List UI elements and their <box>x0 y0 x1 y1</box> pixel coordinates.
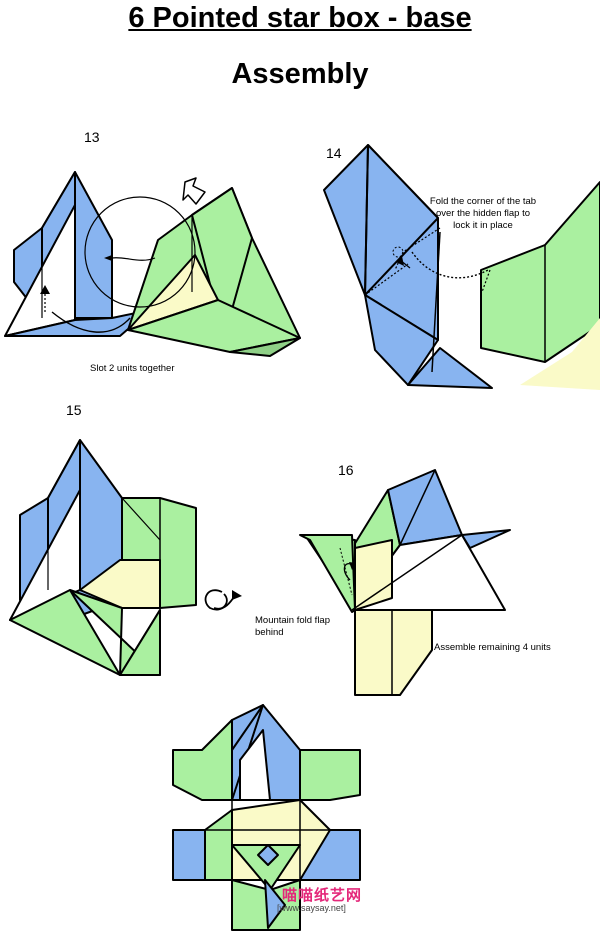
step-14-number: 14 <box>326 145 342 161</box>
unit-green-14 <box>480 181 600 390</box>
watermark-url: [www.saysay.net] <box>277 903 346 913</box>
step-15-number: 15 <box>66 402 82 418</box>
mountain-fold-arrow-icon <box>339 547 356 596</box>
page-subtitle: Assembly <box>231 58 369 90</box>
unit-blue-13 <box>4 171 151 337</box>
step-15-diagram <box>9 439 242 676</box>
step-14-caption: Fold the corner of the tab over the hidd… <box>429 196 537 231</box>
unit-green-13 <box>127 187 301 357</box>
step-16-number: 16 <box>338 462 354 478</box>
push-arrow-icon <box>182 177 206 205</box>
step-13-caption: Slot 2 units together <box>90 363 175 374</box>
turn-over-icon <box>204 589 242 611</box>
page-title: 6 Pointed star box - base <box>128 2 472 34</box>
step-14-diagram <box>323 144 600 390</box>
final-assembly-diagram <box>172 704 361 931</box>
step-13-number: 13 <box>84 129 100 145</box>
step-13-diagram <box>4 171 301 357</box>
watermark-site-name: 喵喵纸艺网 <box>282 887 363 904</box>
step-16-diagram <box>299 469 511 696</box>
step-16-caption-left: Mountain fold flap behind <box>255 615 330 638</box>
step-16-caption-right: Assemble remaining 4 units <box>434 642 551 653</box>
